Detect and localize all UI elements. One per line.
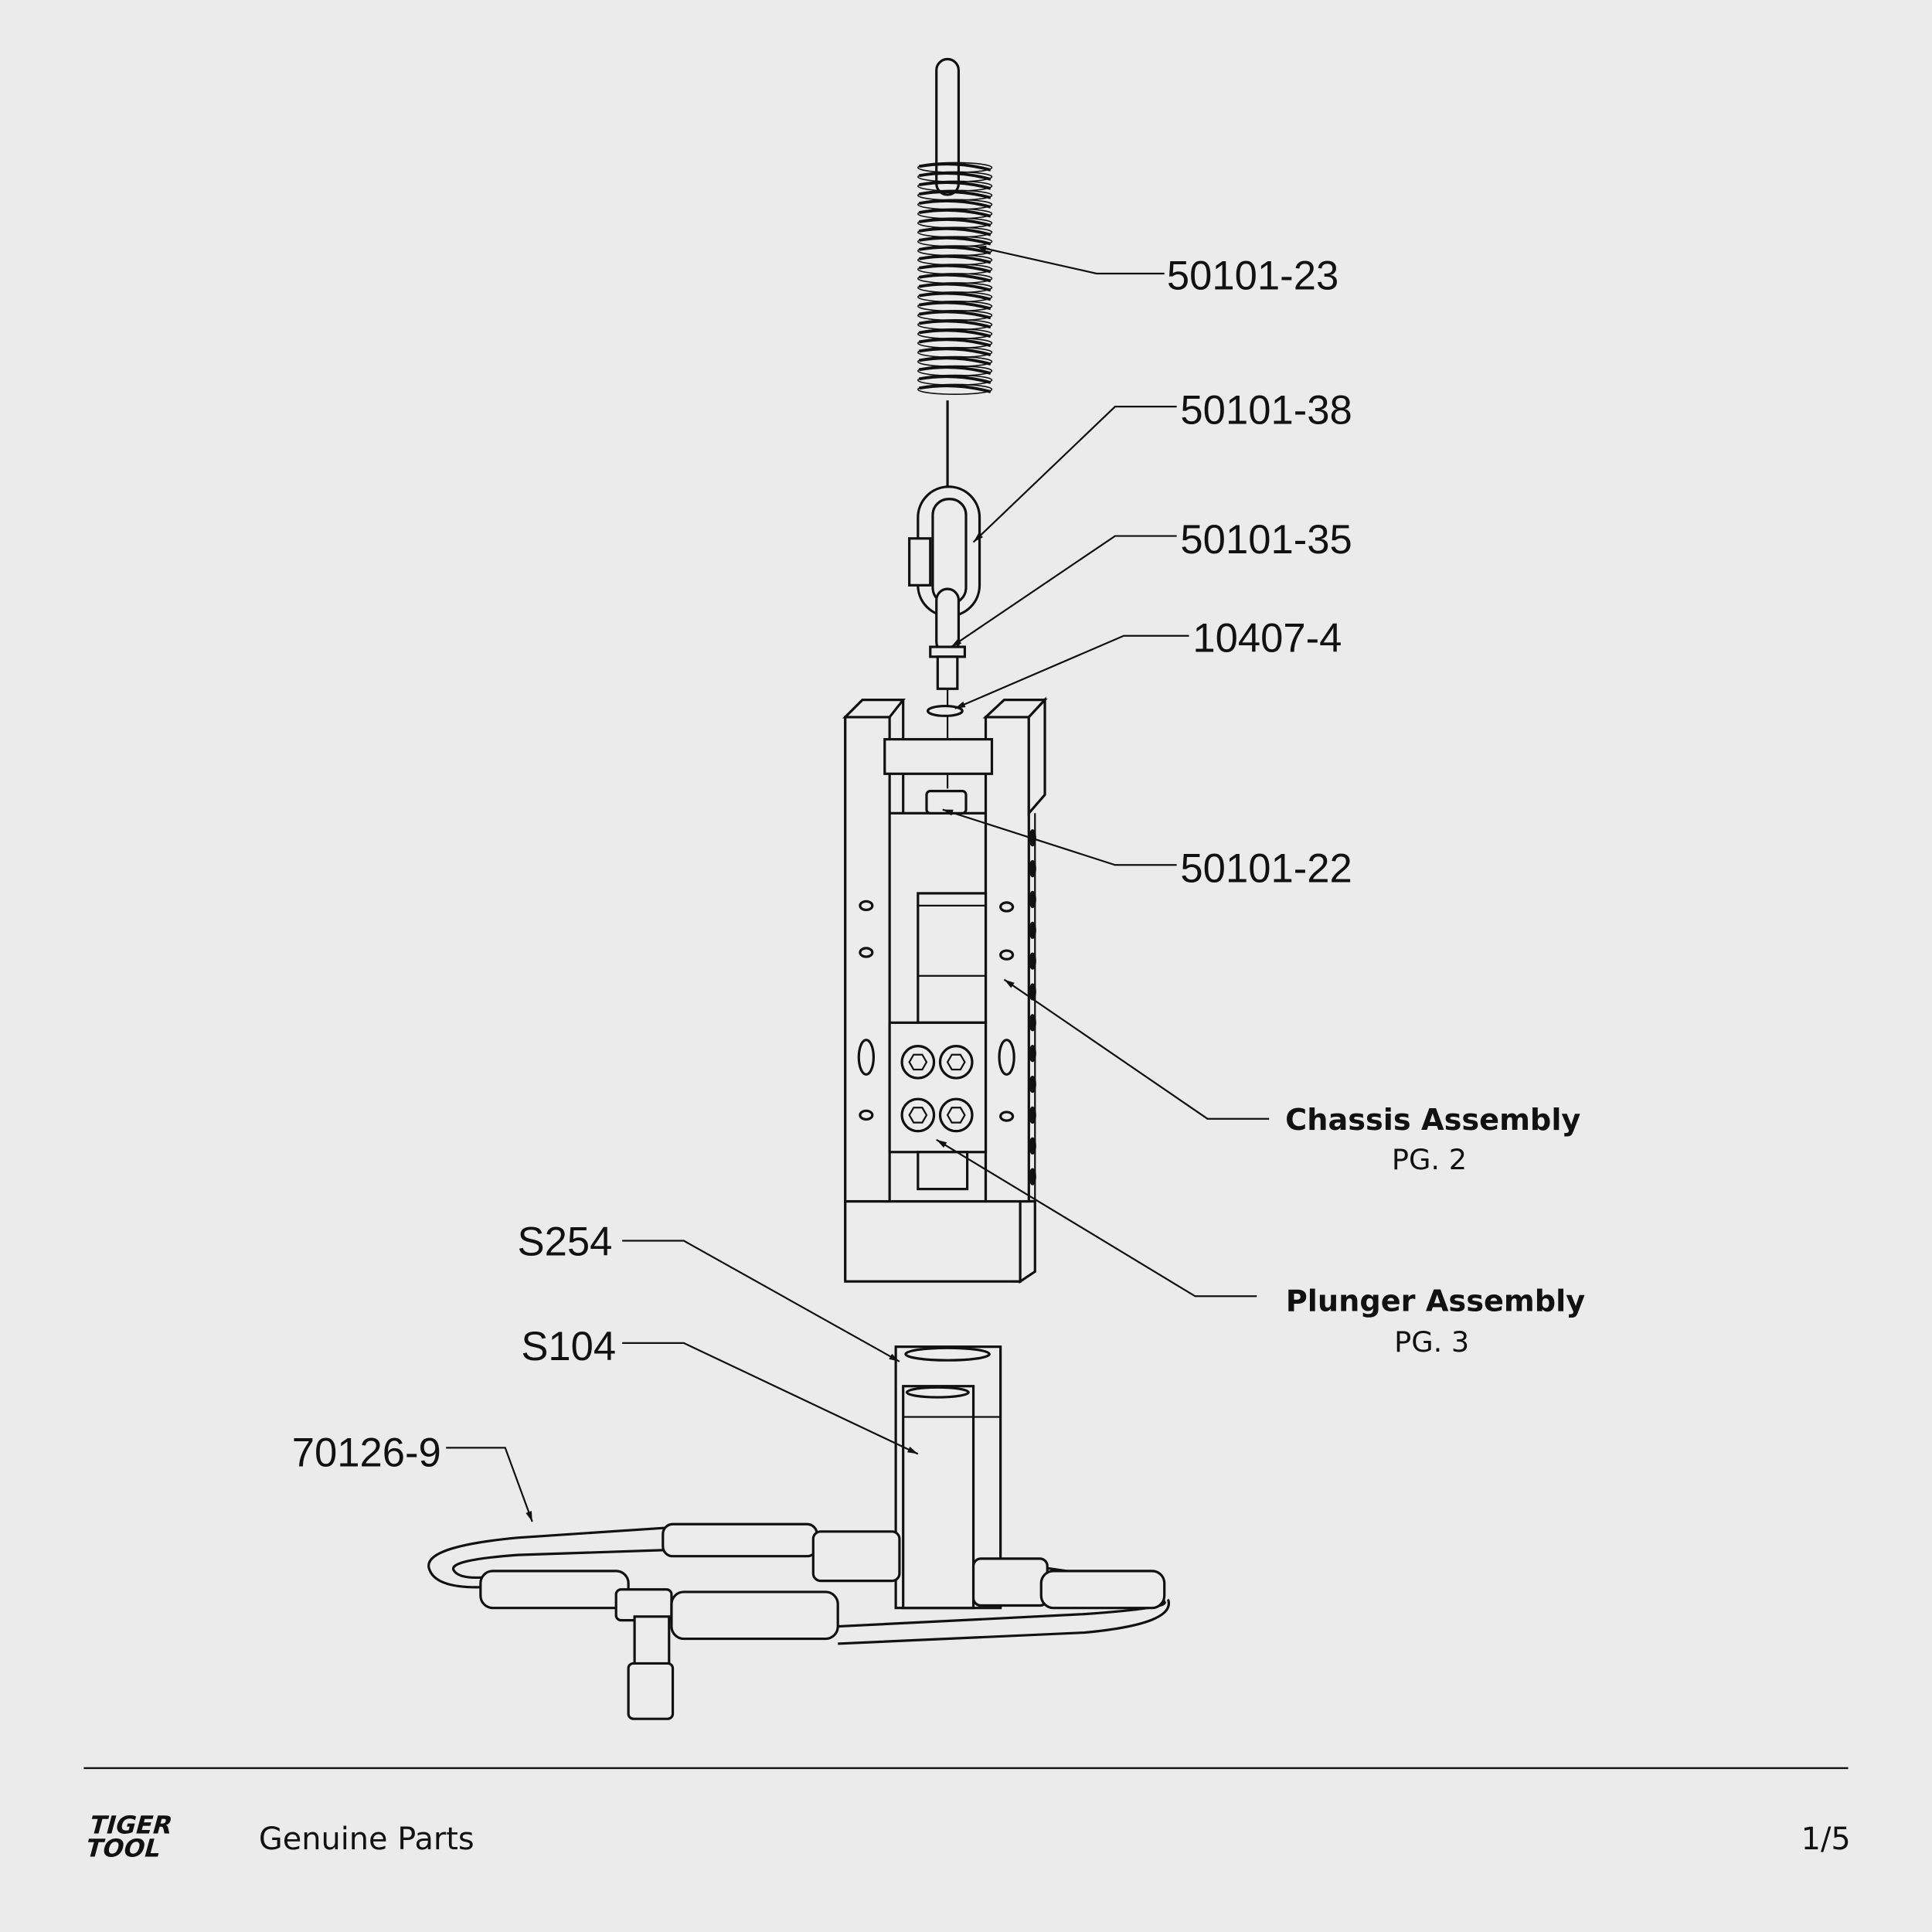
callout-50101-22: 50101-22 <box>1180 846 1352 892</box>
callout-50101-38: 50101-38 <box>1180 387 1352 433</box>
plunger-assembly-link[interactable]: Plunger Assembly <box>1286 1284 1586 1318</box>
footer-tagline: Genuine Parts <box>259 1821 474 1857</box>
callout-70126-9: 70126-9 <box>292 1430 441 1475</box>
tiger-tool-logo: TIGER TOOL <box>83 1811 176 1863</box>
svg-text:TOOL: TOOL <box>83 1834 165 1862</box>
spring-part <box>917 57 993 491</box>
chassis-assembly-link[interactable]: Chassis Assembly <box>1285 1103 1580 1138</box>
page-number: 1/5 <box>1801 1821 1851 1857</box>
svg-text:TIGER: TIGER <box>87 1811 176 1839</box>
callout-10407-4: 10407-4 <box>1192 615 1342 661</box>
quick-link-part <box>908 485 981 617</box>
hose-part <box>427 1522 1171 1720</box>
chassis-part <box>842 696 1048 1284</box>
callout-s104: S104 <box>521 1324 616 1369</box>
callout-50101-23: 50101-23 <box>1167 253 1338 299</box>
callout-50101-35: 50101-35 <box>1180 517 1352 563</box>
callout-s254: S254 <box>518 1219 613 1265</box>
chassis-assembly-page: PG. 2 <box>1392 1143 1467 1176</box>
plunger-assembly-page: PG. 3 <box>1394 1325 1469 1359</box>
washer-part <box>926 704 964 717</box>
cylinder-part <box>894 1345 1002 1610</box>
eye-bolt-part <box>929 587 966 789</box>
leader-lines <box>446 245 1270 1522</box>
